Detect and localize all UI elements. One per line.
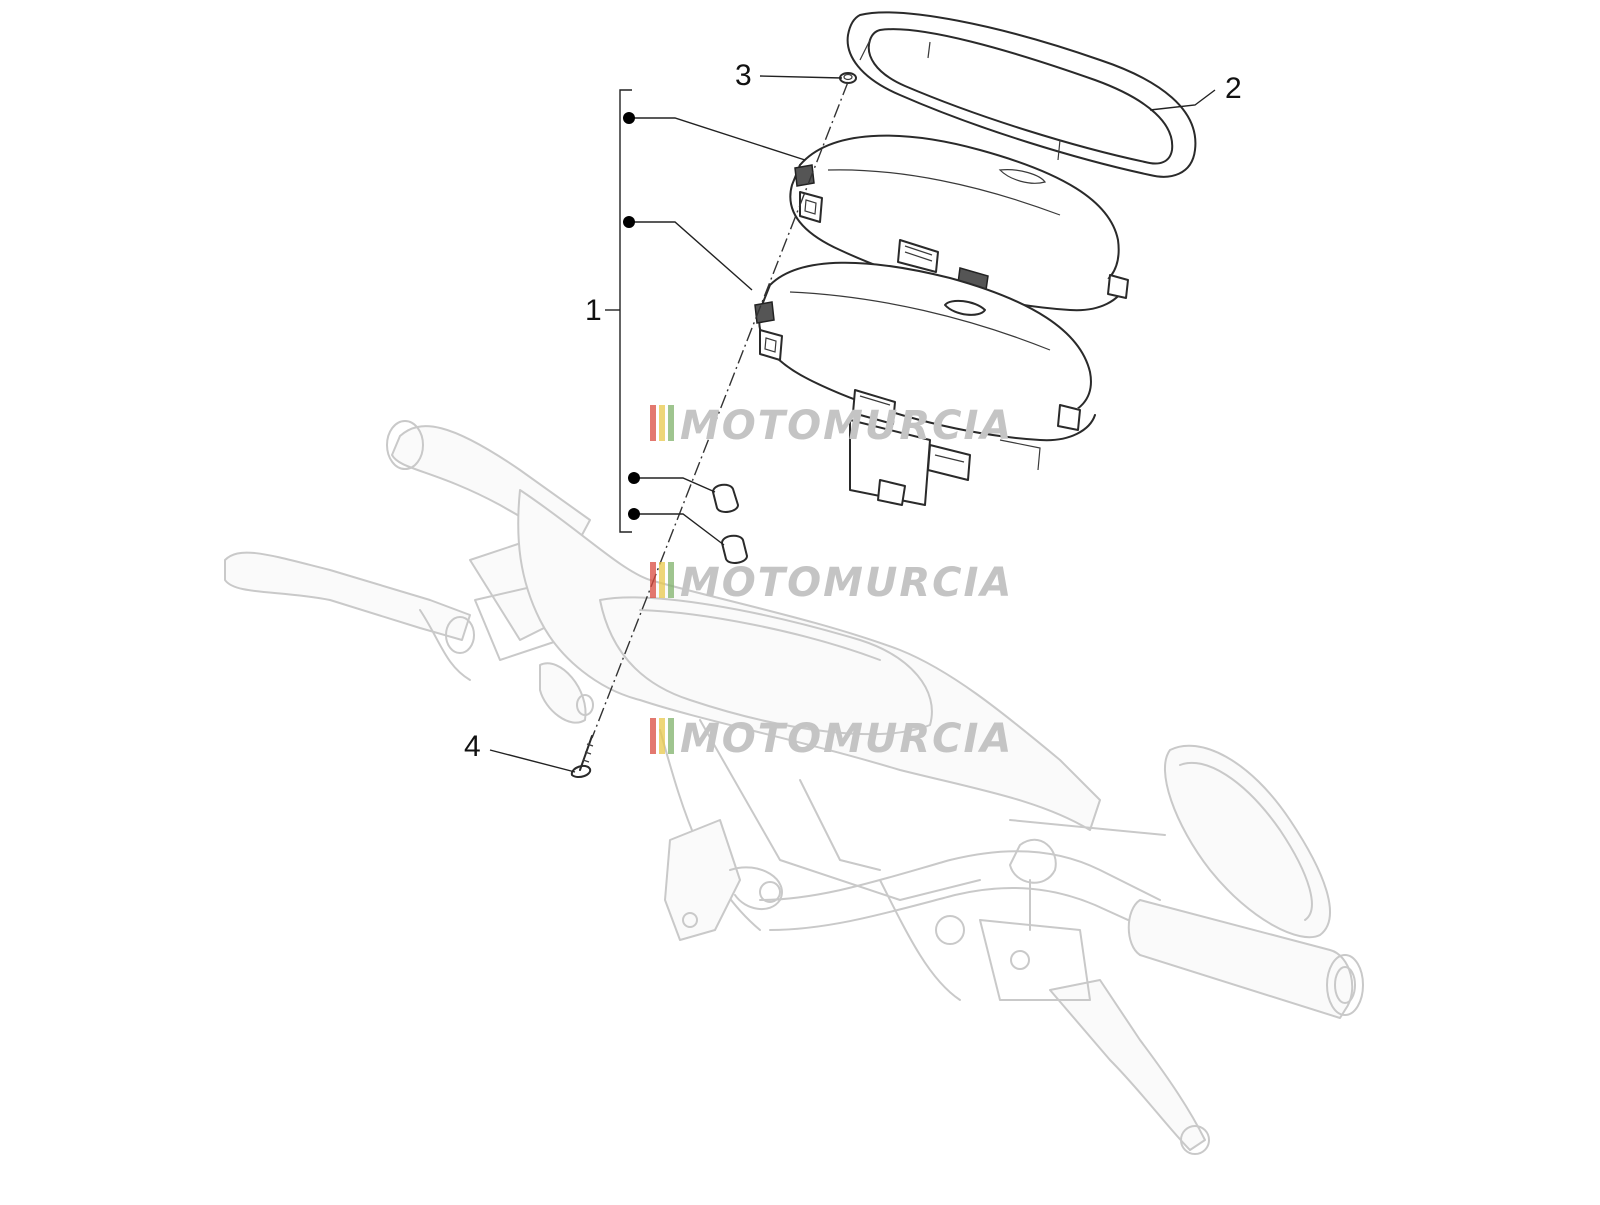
dot-bulb-lower bbox=[628, 508, 640, 520]
bulb-cap-lower bbox=[721, 534, 748, 564]
part-4-screw bbox=[570, 735, 594, 779]
lower-left-bracket bbox=[664, 819, 783, 941]
leader-3 bbox=[759, 75, 843, 79]
instrument-cluster-housing bbox=[754, 261, 1096, 506]
handlebar-tube bbox=[759, 850, 1161, 931]
callout-dots bbox=[623, 112, 640, 520]
instrument-cluster-lens bbox=[789, 134, 1129, 312]
assembly-axis-line bbox=[591, 81, 849, 739]
dot-lens bbox=[623, 112, 635, 124]
bulb-caps bbox=[712, 483, 748, 564]
watermark-middle: MOTOMURCIA bbox=[650, 560, 1013, 606]
right-mirror bbox=[1009, 744, 1331, 939]
part-1-bracket bbox=[605, 89, 632, 533]
leader-lens bbox=[632, 117, 806, 161]
leader-bulb-upper bbox=[636, 477, 716, 493]
callout-2: 2 bbox=[1225, 72, 1242, 105]
callout-3: 3 bbox=[735, 59, 752, 92]
leader-housing bbox=[632, 221, 753, 291]
watermark-top: MOTOMURCIA bbox=[650, 403, 1013, 449]
leader-2 bbox=[1149, 89, 1216, 111]
right-brake-lever bbox=[935, 915, 1210, 1155]
watermark-text-middle: MOTOMURCIA bbox=[680, 560, 1013, 606]
watermark-text-top: MOTOMURCIA bbox=[680, 403, 1013, 449]
handlebar-assembly bbox=[224, 420, 1364, 1155]
right-grip bbox=[1127, 899, 1364, 1019]
part-2-bezel-ring bbox=[846, 11, 1197, 178]
dot-bulb-upper bbox=[628, 472, 640, 484]
watermark-text-bottom: MOTOMURCIA bbox=[680, 716, 1013, 762]
bulb-cap-upper bbox=[712, 483, 739, 513]
left-brake-lever bbox=[224, 551, 471, 681]
leader-4 bbox=[489, 749, 576, 773]
watermark-bottom: MOTOMURCIA bbox=[650, 716, 1013, 762]
part-3-grommet bbox=[839, 72, 857, 84]
leader-bulb-lower bbox=[636, 513, 725, 546]
callout-1: 1 bbox=[585, 294, 602, 327]
leader-lines bbox=[489, 75, 1216, 773]
callout-4: 4 bbox=[464, 730, 481, 763]
dot-housing bbox=[623, 216, 635, 228]
